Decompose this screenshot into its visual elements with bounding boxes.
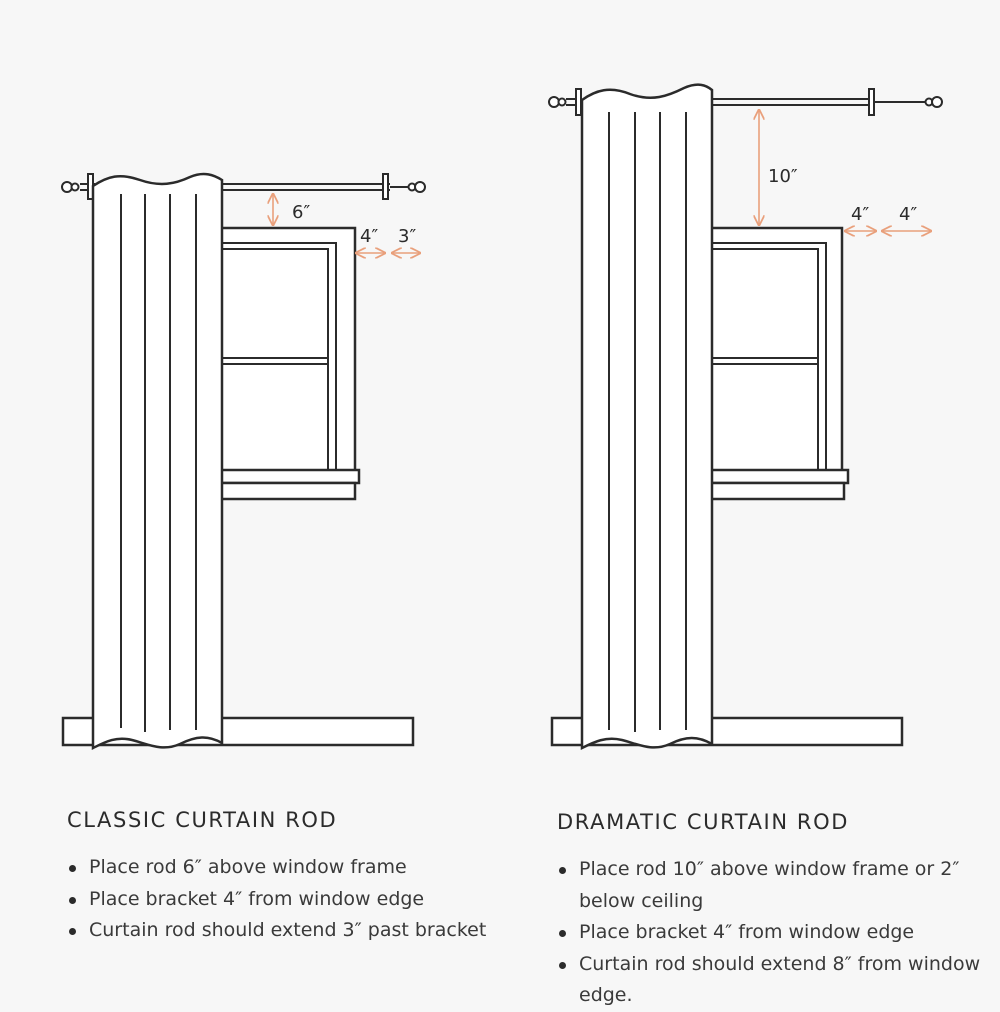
dramatic-measurement-rod-height: 10″ — [759, 110, 798, 225]
classic-bullet: Curtain rod should extend 3″ past bracke… — [67, 915, 487, 947]
dramatic-curtain-rod — [548, 88, 943, 116]
dramatic-title: DRAMATIC CURTAIN ROD — [557, 810, 850, 834]
classic-measurement-extension: 3″ — [392, 226, 420, 253]
classic-bracket-offset-label: 4″ — [360, 226, 378, 247]
dramatic-bullet: Place bracket 4″ from window edge — [557, 917, 987, 949]
dramatic-info-panel: DRAMATIC CURTAIN ROD Place rod 10″ above… — [557, 810, 987, 1012]
dramatic-curtain-panel — [580, 83, 714, 751]
dramatic-measurement-bracket: 4″ — [845, 204, 876, 231]
classic-title: CLASSIC CURTAIN ROD — [67, 808, 338, 832]
classic-bullet: Place bracket 4″ from window edge — [67, 884, 487, 916]
classic-curtain-rod — [61, 173, 426, 200]
dramatic-measurement-extension: 4″ — [882, 204, 931, 231]
classic-bullet-list: Place rod 6″ above window frame Place br… — [67, 852, 487, 947]
dramatic-bracket-offset-label: 4″ — [851, 204, 869, 225]
classic-window — [210, 226, 361, 501]
dramatic-illustration: 10″ 4″ 4″ — [548, 83, 943, 751]
dramatic-bullet-list: Place rod 10″ above window frame or 2″ b… — [557, 854, 987, 1012]
classic-rod-extension-label: 3″ — [398, 226, 416, 247]
classic-illustration: 6″ 4″ 3″ — [61, 172, 426, 751]
classic-info-panel: CLASSIC CURTAIN ROD Place rod 6″ above w… — [67, 808, 487, 947]
classic-measurement-rod-height: 6″ — [273, 194, 310, 225]
classic-bullet: Place rod 6″ above window frame — [67, 852, 487, 884]
dramatic-rod-extension-label: 4″ — [899, 204, 917, 225]
dramatic-rod-height-label: 10″ — [768, 166, 798, 187]
classic-rod-height-label: 6″ — [292, 202, 310, 223]
classic-curtain-panel — [91, 172, 224, 751]
classic-measurement-bracket: 4″ — [356, 226, 385, 253]
dramatic-window — [700, 226, 850, 501]
dramatic-bullet: Curtain rod should extend 8″ from window… — [557, 949, 987, 1012]
dramatic-bullet: Place rod 10″ above window frame or 2″ b… — [557, 854, 987, 917]
